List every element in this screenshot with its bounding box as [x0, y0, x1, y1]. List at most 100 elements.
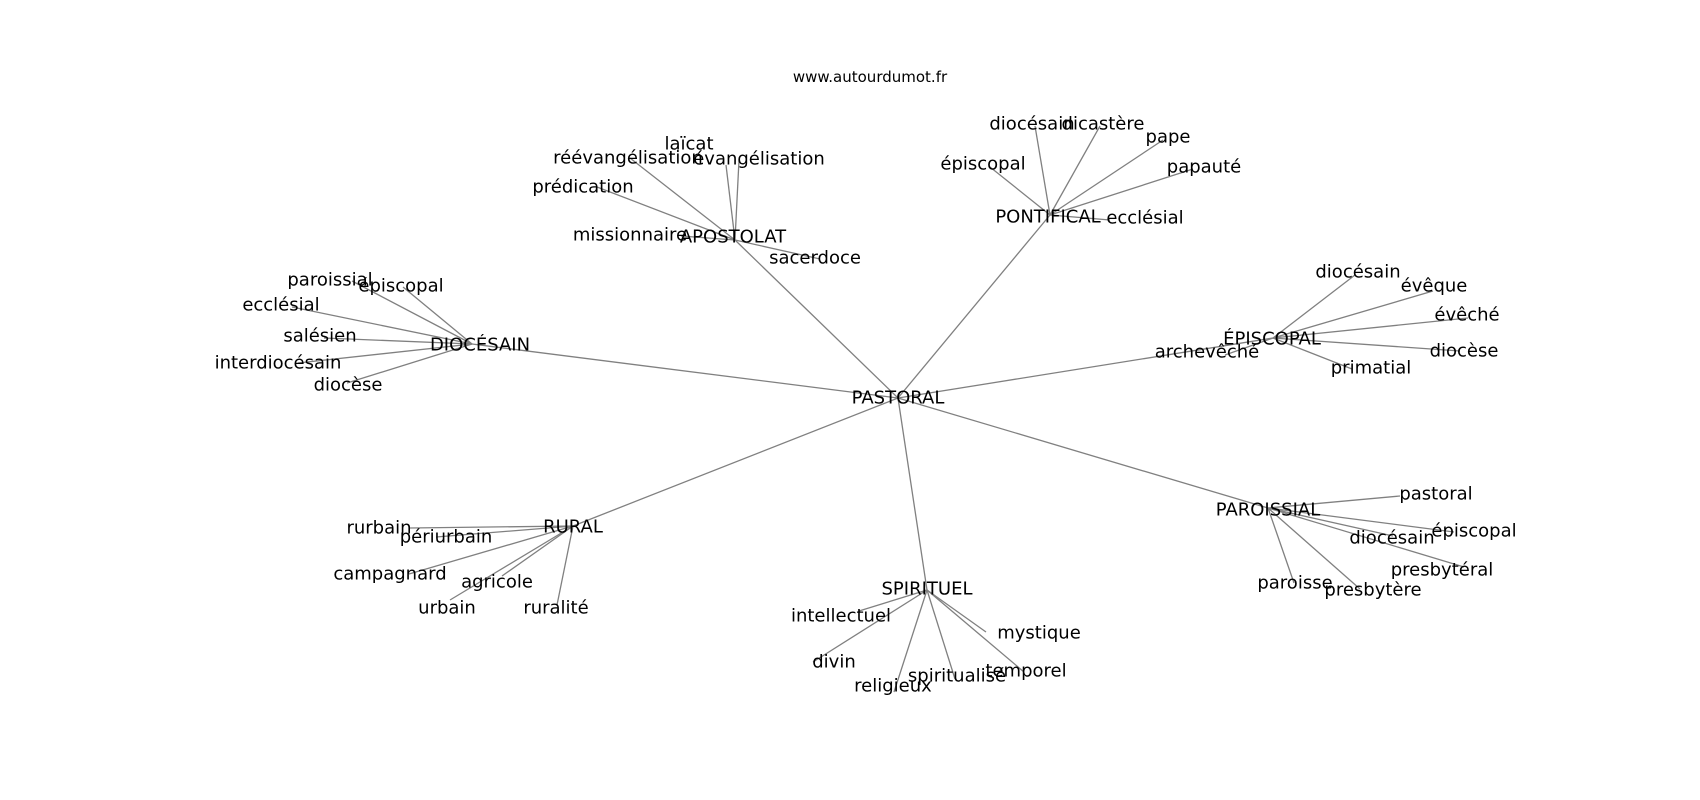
graph-labels: www.autourdumot.fr laïcatréévangélisatio… [215, 68, 1517, 697]
edge-hub-leaf [989, 166, 1051, 216]
leaf-word-label: missionnaire [573, 225, 687, 246]
edge-hub-leaf [1267, 507, 1465, 568]
leaf-word-label: agricole [461, 572, 533, 593]
leaf-word-label: urbain [418, 598, 476, 619]
leaf-word-label: presbytère [1324, 580, 1421, 601]
leaf-word-label: presbytéral [1391, 560, 1494, 581]
edge-hub-leaf [1272, 337, 1461, 352]
edge-hub-leaf [1034, 125, 1051, 216]
leaf-word-label: salésien [283, 326, 356, 347]
leaf-word-label: paroissial [287, 270, 372, 291]
leaf-word-label: divin [812, 652, 856, 673]
leaf-word-label: diocèse [1430, 341, 1499, 362]
edge-hub-leaf [1267, 507, 1455, 533]
hub-word-label: PONTIFICAL [995, 207, 1100, 228]
leaf-word-label: mystique [997, 623, 1081, 644]
edge-hub-leaf [734, 159, 740, 241]
edge-hub-leaf [291, 306, 473, 345]
hub-word-label: RURAL [543, 517, 603, 538]
edge-root-hub [897, 397, 1269, 509]
edge-hub-leaf [680, 235, 736, 241]
edge-hub-leaf [449, 525, 574, 601]
edge-root-hub [734, 239, 899, 399]
edge-hub-leaf [629, 157, 736, 241]
hub-word-label: DIOCÉSAIN [430, 334, 530, 356]
leaf-word-label: papauté [1167, 157, 1241, 178]
leaf-word-label: épiscopal [1431, 521, 1516, 542]
leaf-word-label: laïcat [664, 134, 713, 155]
edge-hub-leaf [1049, 214, 1111, 221]
leaf-word-label: évêché [1434, 305, 1499, 326]
leaf-word-label: prédication [532, 177, 633, 198]
hub-word-label: APOSTOLAT [680, 227, 787, 248]
edge-hub-leaf [1272, 274, 1356, 339]
leaf-word-label: intellectuel [791, 606, 891, 627]
leaf-word-label: sacerdoce [769, 248, 861, 269]
leaf-word-label: ecclésial [242, 295, 319, 316]
edge-hub-leaf [1049, 125, 1101, 216]
leaf-word-label: primatial [1331, 358, 1411, 379]
edge-root-hub [897, 397, 928, 591]
edge-hub-leaf [1272, 317, 1469, 339]
leaf-word-label: évangélisation [693, 149, 825, 170]
edge-hub-leaf [1267, 507, 1295, 584]
edge-hub-leaf [1272, 337, 1353, 370]
leaf-word-label: épiscopal [358, 276, 443, 297]
leaf-word-label: religieux [854, 676, 932, 697]
edge-hub-leaf [351, 280, 473, 345]
edge-hub-leaf [858, 589, 928, 612]
edge-hub-leaf [926, 589, 956, 680]
edge-hub-leaf [346, 343, 473, 384]
edge-hub-leaf [556, 525, 574, 606]
graph-edges [291, 125, 1469, 693]
edge-hub-leaf [323, 337, 473, 345]
edge-root-hub [471, 343, 899, 399]
leaf-word-label: diocésain [989, 114, 1074, 135]
edge-hub-leaf [408, 525, 574, 575]
edge-hub-leaf [725, 164, 736, 241]
leaf-word-label: spiritualisé [908, 666, 1006, 687]
edge-hub-leaf [734, 239, 821, 260]
leaf-word-label: ruralité [523, 598, 588, 619]
leaf-word-label: temporel [985, 661, 1066, 682]
edge-hub-leaf [596, 186, 736, 241]
leaf-word-label: rurbain [346, 518, 411, 539]
leaf-word-label: interdiocésain [215, 353, 342, 374]
edge-hub-leaf [1049, 168, 1194, 216]
leaf-word-label: campagnard [333, 564, 446, 585]
edge-root-hub [897, 214, 1051, 399]
edge-hub-leaf [893, 589, 928, 693]
leaf-word-label: diocésain [1315, 262, 1400, 283]
edge-hub-leaf [297, 343, 473, 364]
leaf-word-label: périurbain [400, 527, 493, 548]
leaf-word-label: archevêché [1155, 342, 1260, 363]
edge-hub-leaf [1272, 290, 1434, 339]
edge-hub-leaf [1267, 507, 1394, 537]
edge-hub-leaf [1049, 139, 1164, 216]
edge-hub-leaf [1224, 337, 1274, 356]
leaf-word-label: diocésain [1349, 528, 1434, 549]
leaf-word-label: épiscopal [940, 154, 1025, 175]
leaf-word-label: diocèse [314, 375, 383, 396]
hub-word-label: SPIRITUEL [882, 579, 973, 600]
edge-hub-leaf [409, 525, 574, 529]
leaf-word-label: pape [1146, 127, 1191, 148]
edge-root-hub [897, 337, 1274, 399]
edge-hub-leaf [402, 286, 473, 345]
edge-hub-leaf [812, 589, 928, 663]
hub-word-label: ÉPISCOPAL [1223, 328, 1321, 350]
leaf-word-label: paroisse [1257, 573, 1332, 594]
edge-hub-leaf [926, 589, 1025, 673]
edge-hub-leaf [435, 525, 574, 538]
leaf-word-label: réévangélisation [553, 148, 703, 169]
leaf-word-label: dicastère [1062, 114, 1145, 135]
edge-hub-leaf [501, 525, 574, 577]
edge-root-hub [572, 397, 899, 527]
site-url: www.autourdumot.fr [793, 68, 948, 86]
leaf-word-label: pastoral [1399, 484, 1472, 505]
leaf-word-label: ecclésial [1106, 208, 1183, 229]
hub-word-label: PAROISSIAL [1216, 500, 1321, 521]
root-word-label: PASTORAL [852, 388, 945, 409]
edge-hub-leaf [926, 589, 987, 633]
